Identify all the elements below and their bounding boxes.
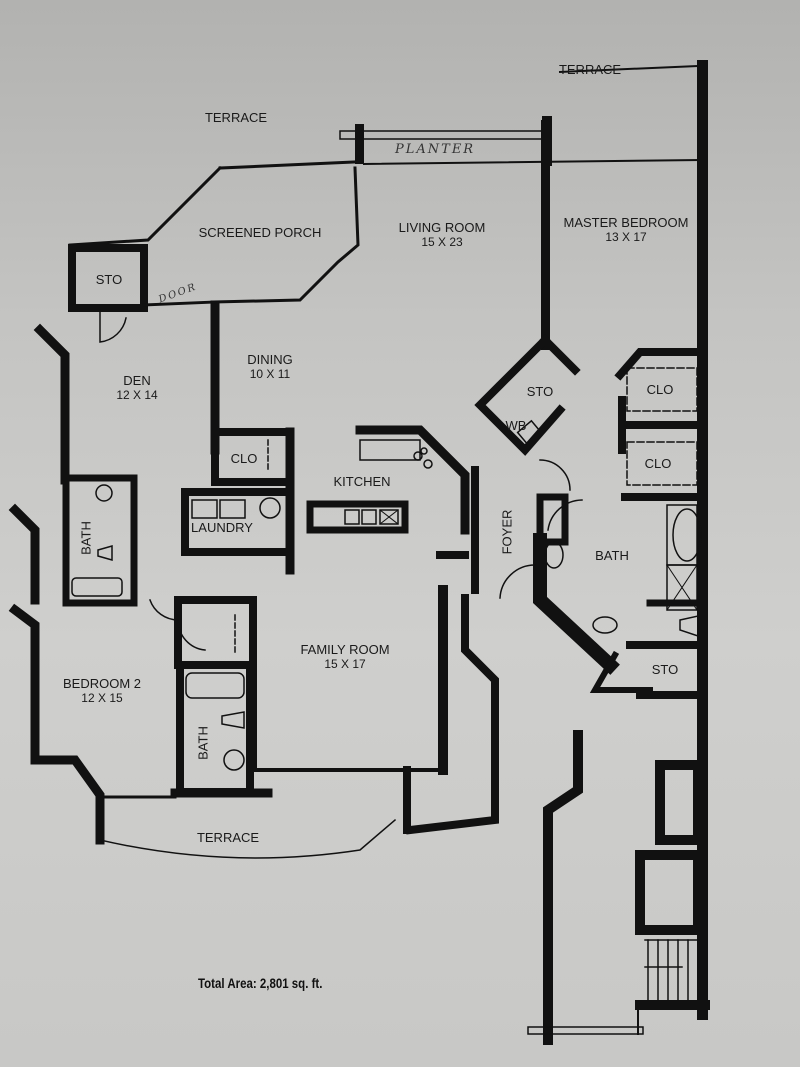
- room-bath-2: BATH: [196, 726, 211, 760]
- room-bath-1: BATH: [79, 521, 94, 555]
- room-kitchen: KITCHEN: [333, 474, 390, 489]
- room-size: 15 X 17: [324, 657, 366, 671]
- terrace-bottom-label: TERRACE: [196, 830, 260, 845]
- room-name: BATH: [595, 548, 629, 563]
- room-den: DEN 12 X 14: [116, 373, 157, 403]
- room-size: 10 X 11: [249, 367, 291, 381]
- room-name: FAMILY ROOM: [300, 642, 390, 657]
- room-name: CLO: [644, 456, 672, 471]
- terrace-top-right-label: TERRACE: [558, 62, 622, 77]
- room-name: BEDROOM 2: [62, 676, 142, 691]
- room-name: DINING: [247, 352, 293, 367]
- room-name: KITCHEN: [333, 474, 391, 489]
- room-name: STO: [95, 272, 123, 287]
- room-master-closet-1: CLO: [647, 382, 674, 397]
- room-den-storage: STO: [96, 272, 123, 287]
- room-master-bath-storage: STO: [652, 662, 679, 677]
- room-name: CLO: [230, 451, 258, 466]
- room-name: STO: [526, 384, 554, 399]
- room-master-closet-2: CLO: [645, 456, 672, 471]
- room-name: LIVING ROOM: [398, 220, 486, 235]
- room-master-storage: STO: [527, 384, 554, 399]
- room-name: DEN: [123, 373, 151, 388]
- room-master-bedroom: MASTER BEDROOM 13 X 17: [564, 215, 689, 245]
- room-wb: WB: [506, 418, 527, 433]
- total-area: Total Area: 2,801 sq. ft.: [198, 975, 323, 991]
- room-size: 15 X 23: [421, 235, 463, 249]
- room-screened-porch: SCREENED PORCH: [199, 225, 322, 240]
- room-bedroom-2: BEDROOM 2 12 X 15: [63, 676, 141, 706]
- room-name: FOYER: [499, 509, 515, 555]
- room-name: STO: [651, 662, 679, 677]
- room-size: 13 X 17: [605, 230, 647, 244]
- room-master-bath: BATH: [595, 548, 629, 563]
- room-name: WB: [505, 418, 527, 433]
- room-name: SCREENED PORCH: [198, 225, 322, 240]
- terrace-top-left-label: TERRACE: [204, 110, 268, 125]
- planter-box: [339, 130, 551, 140]
- room-size: 12 X 14: [116, 388, 158, 402]
- room-name: LAUNDRY: [191, 520, 253, 535]
- room-dining: DINING 10 X 11: [247, 352, 293, 382]
- room-living-room: LIVING ROOM 15 X 23: [399, 220, 486, 250]
- room-name: MASTER BEDROOM: [563, 215, 689, 230]
- room-size: 12 X 15: [81, 691, 123, 705]
- planter-note: PLANTER: [395, 142, 476, 157]
- room-foyer: FOYER: [500, 510, 515, 555]
- room-family-room: FAMILY ROOM 15 X 17: [300, 642, 389, 672]
- room-name: BATH: [195, 726, 211, 760]
- room-name: BATH: [78, 521, 94, 555]
- room-name: CLO: [646, 382, 674, 397]
- room-hall-closet: CLO: [231, 451, 258, 466]
- room-laundry: LAUNDRY: [191, 520, 253, 535]
